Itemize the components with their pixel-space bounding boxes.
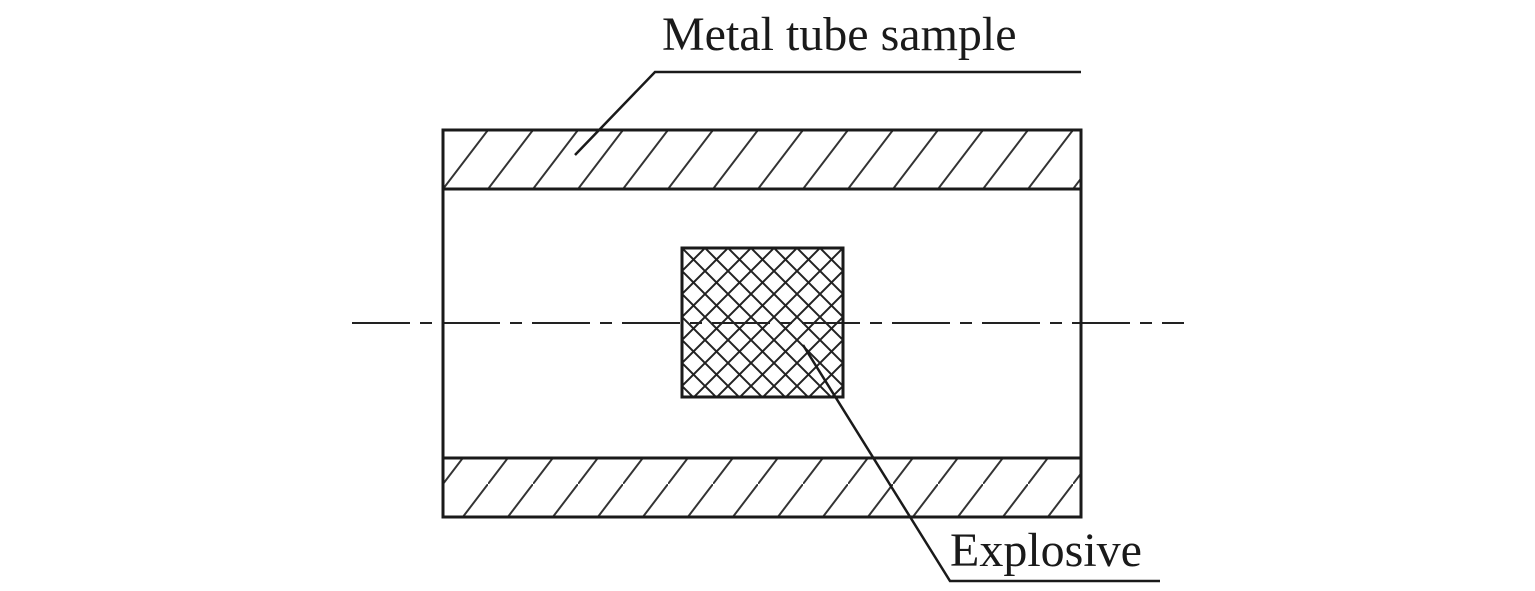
explosive-leader-line [801, 344, 1160, 583]
tube-label: Metal tube sample [662, 8, 1017, 61]
tube-leader-line [574, 70, 1081, 156]
tube-wall-bottom [441, 456, 1083, 519]
tube-wall-top [441, 128, 1083, 191]
explosive-charge [680, 246, 845, 399]
explosive-label: Explosive [950, 524, 1142, 577]
